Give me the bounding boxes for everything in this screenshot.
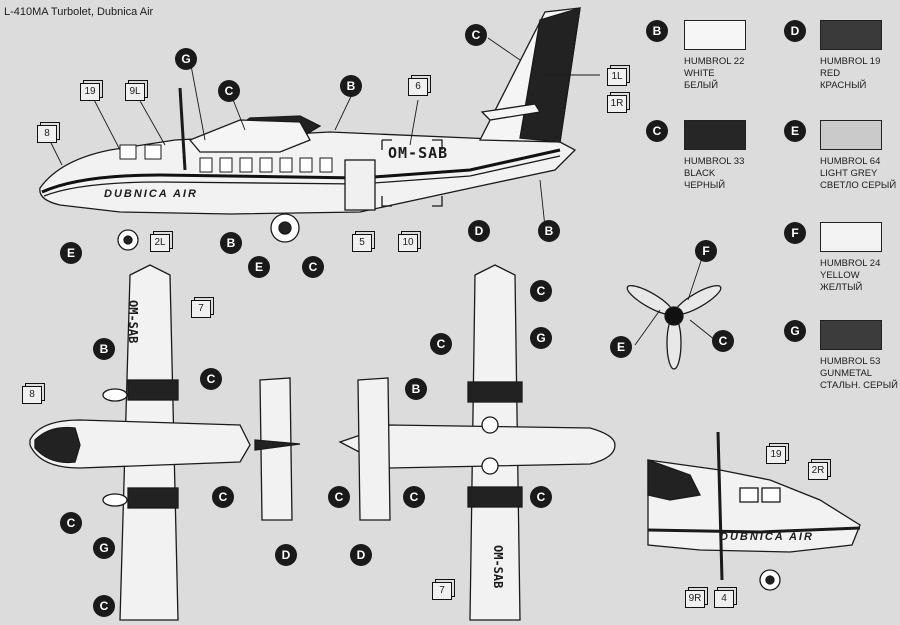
callout-d: D (275, 544, 297, 566)
callout-b: B (538, 220, 560, 242)
nose-detail-view (640, 431, 895, 620)
callout-c: C (302, 256, 324, 278)
top-registration: OM-SAB (126, 300, 140, 344)
callout-b: B (405, 378, 427, 400)
decal-1R: 1R (607, 95, 627, 113)
legend-f-swatch (820, 222, 882, 252)
callout-d: D (350, 544, 372, 566)
callout-e: E (610, 336, 632, 358)
legend-e-badge: E (784, 120, 806, 142)
side-registration: OM-SAB (388, 144, 449, 162)
decal-2L: 2L (150, 234, 170, 252)
callout-c: C (212, 486, 234, 508)
propeller-view (626, 285, 722, 370)
callout-c: C (712, 330, 734, 352)
legend-c-swatch (684, 120, 746, 150)
callout-c: C (465, 24, 487, 46)
callout-b: B (93, 338, 115, 360)
decal-8: 8 (37, 125, 57, 143)
legend-e-swatch (820, 120, 882, 150)
decal-10: 10 (398, 234, 418, 252)
side-windows (119, 144, 333, 173)
callout-e: E (248, 256, 270, 278)
legend-d-swatch (820, 20, 882, 50)
legend-d-badge: D (784, 20, 806, 42)
decal-7-top: 7 (191, 300, 211, 318)
decal-1L: 1L (607, 68, 627, 86)
decal-2R: 2R (808, 462, 828, 480)
callout-c: C (430, 333, 452, 355)
callout-d: D (468, 220, 490, 242)
decal-6: 6 (408, 78, 428, 96)
legend-g-badge: G (784, 320, 806, 342)
side-view (39, 7, 581, 251)
callout-c: C (530, 280, 552, 302)
legend-b-swatch (684, 20, 746, 50)
decal-7-bottom: 7 (432, 582, 452, 600)
bottom-view (338, 264, 616, 621)
callout-f: F (695, 240, 717, 262)
callout-c: C (218, 80, 240, 102)
callout-c: C (403, 486, 425, 508)
callout-g: G (530, 327, 552, 349)
callout-c: C (60, 512, 82, 534)
legend-g-swatch (820, 320, 882, 350)
top-view (29, 264, 301, 621)
decal-9R: 9R (685, 590, 705, 608)
bottom-registration: OM-SAB (491, 545, 505, 589)
callout-g: G (93, 537, 115, 559)
legend-c-badge: C (646, 120, 668, 142)
callout-e: E (60, 242, 82, 264)
legend-b-badge: B (646, 20, 668, 42)
legend-f-badge: F (784, 222, 806, 244)
callout-c: C (530, 486, 552, 508)
callout-c: C (328, 486, 350, 508)
decal-19: 19 (80, 83, 100, 101)
callout-b: B (220, 232, 242, 254)
side-livery-title: DUBNICA AIR (104, 188, 198, 200)
decal-19-detail: 19 (766, 446, 786, 464)
decal-9L: 9L (125, 83, 145, 101)
decal-5: 5 (352, 234, 372, 252)
sheet-title: L-410MA Turbolet, Dubnica Air (4, 6, 154, 18)
callout-c: C (200, 368, 222, 390)
detail-livery-title: DUBNICA AIR (720, 531, 814, 543)
callout-g: G (175, 48, 197, 70)
decal-4: 4 (714, 590, 734, 608)
callout-c: C (93, 595, 115, 617)
decal-8-top: 8 (22, 386, 42, 404)
callout-b: B (340, 75, 362, 97)
